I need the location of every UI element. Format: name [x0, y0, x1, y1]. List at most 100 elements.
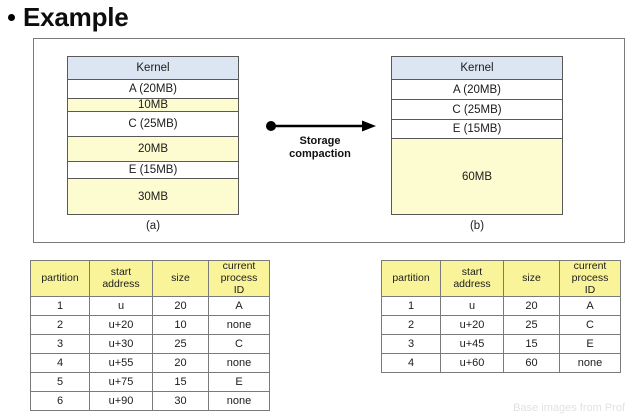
column-header-line: partition — [41, 271, 79, 284]
figure-b-caption: (b) — [469, 220, 485, 232]
cell-address: u+30 — [89, 334, 153, 355]
memory-block-kernel: Kernel — [68, 57, 238, 80]
cell-process: none — [208, 353, 270, 374]
cell-partition: 6 — [30, 391, 90, 412]
cell-address: u+20 — [89, 315, 153, 336]
column-header-partition: partition — [30, 259, 90, 298]
column-header-size: size — [503, 259, 560, 298]
cell-process: E — [208, 372, 270, 393]
cell-size: 20 — [152, 296, 209, 317]
memory-block-10mb: 10MB — [68, 99, 238, 112]
cell-address: u+55 — [89, 353, 153, 374]
column-header-line: start — [110, 265, 132, 278]
memory-block-30mb: 30MB — [68, 179, 238, 214]
page-title-text: Example — [23, 2, 129, 32]
page-title: Example — [8, 2, 129, 33]
column-header-line: partition — [392, 271, 430, 284]
column-header-line: size — [522, 271, 541, 284]
cell-address: u+45 — [440, 334, 504, 355]
cell-partition: 3 — [30, 334, 90, 355]
memory-block-e-15mb: E (15MB) — [392, 120, 562, 139]
cell-partition: 4 — [381, 353, 441, 374]
figure-a-caption: (a) — [145, 220, 161, 232]
cell-size: 20 — [503, 296, 560, 317]
cell-size: 20 — [152, 353, 209, 374]
column-header-line: ID — [584, 283, 596, 296]
column-header-line: process — [571, 271, 609, 284]
cell-process: none — [208, 315, 270, 336]
column-header-line: start — [461, 265, 483, 278]
column-header-line: current — [222, 260, 256, 272]
cell-process: none — [559, 353, 621, 374]
column-header-line: address — [102, 277, 140, 290]
cell-size: 10 — [152, 315, 209, 336]
column-header-line: process — [220, 271, 258, 284]
cell-partition: 1 — [381, 296, 441, 317]
cell-size: 60 — [503, 353, 560, 374]
cell-size: 25 — [152, 334, 209, 355]
storage-compaction-arrow: Storage compaction — [264, 119, 376, 160]
memory-block-c-25mb: C (25MB) — [392, 100, 562, 120]
arrow-right-icon — [266, 120, 376, 132]
cell-partition: 3 — [381, 334, 441, 355]
memory-block-a-20mb: A (20MB) — [392, 80, 562, 100]
cell-size: 15 — [152, 372, 209, 393]
memory-block-kernel: Kernel — [392, 57, 562, 80]
source-watermark: Base images from Prof — [513, 402, 625, 414]
cell-partition: 2 — [381, 315, 441, 336]
memory-block-a-20mb: A (20MB) — [68, 80, 238, 99]
memory-block-c-25mb: C (25MB) — [68, 112, 238, 137]
cell-address: u+90 — [89, 391, 153, 412]
cell-size: 15 — [503, 334, 560, 355]
cell-process: A — [559, 296, 621, 317]
column-header-line: current — [573, 260, 607, 272]
cell-address: u+75 — [89, 372, 153, 393]
cell-process: C — [208, 334, 270, 355]
arrow-label-line1: Storage — [299, 135, 341, 147]
cell-address: u — [89, 296, 153, 317]
cell-partition: 1 — [30, 296, 90, 317]
cell-process: C — [559, 315, 621, 336]
column-header-line: size — [171, 271, 190, 284]
cell-process: A — [208, 296, 270, 317]
cell-partition: 5 — [30, 372, 90, 393]
cell-size: 30 — [152, 391, 209, 412]
bullet-icon — [8, 14, 15, 21]
memory-block-60mb: 60MB — [392, 139, 562, 214]
memory-block-e-15mb: E (15MB) — [68, 162, 238, 179]
arrow-label: Storage compaction — [264, 135, 376, 160]
memory-block-20mb: 20MB — [68, 137, 238, 162]
cell-address: u — [440, 296, 504, 317]
cell-process: none — [208, 391, 270, 412]
cell-address: u+20 — [440, 315, 504, 336]
cell-address: u+60 — [440, 353, 504, 374]
column-header-partition: partition — [381, 259, 441, 298]
arrow-label-line2: compaction — [289, 147, 351, 160]
cell-process: E — [559, 334, 621, 355]
column-header-line: ID — [233, 283, 245, 296]
